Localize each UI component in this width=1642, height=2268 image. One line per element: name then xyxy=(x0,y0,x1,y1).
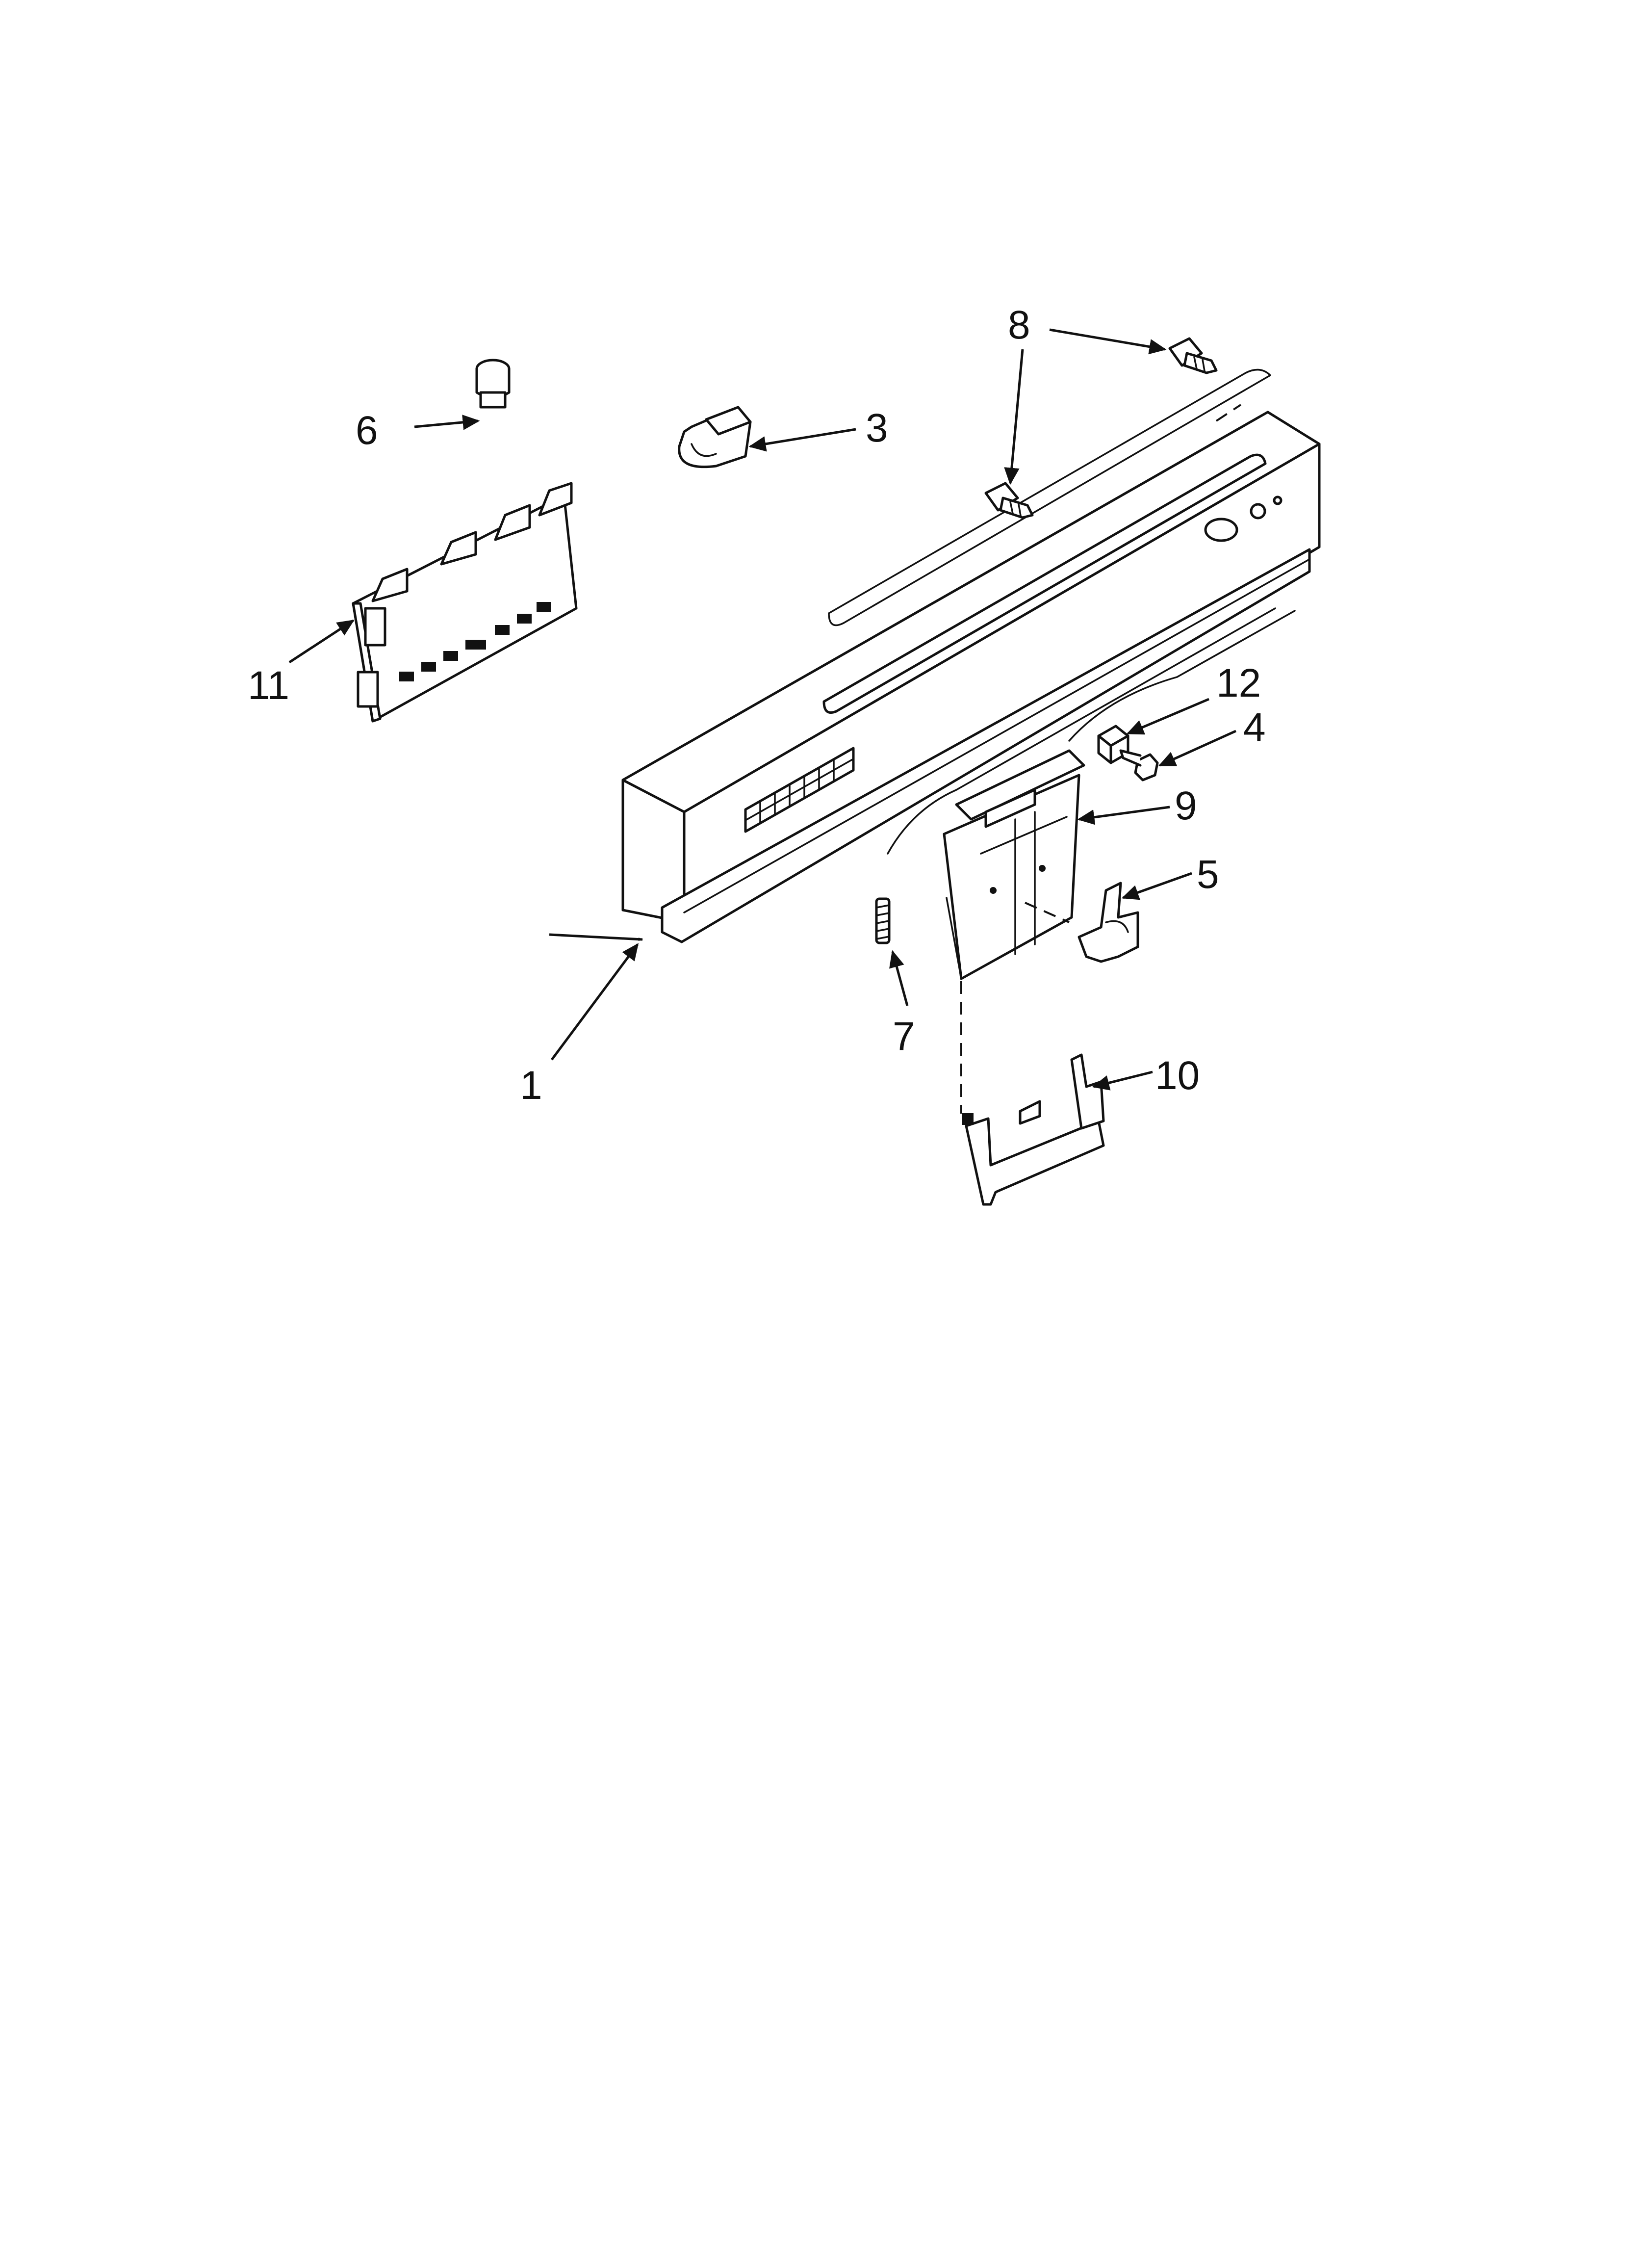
leader-line-9 xyxy=(1077,806,1170,825)
spring xyxy=(875,897,891,944)
leader-line-8b xyxy=(1004,349,1024,485)
indicator-light-icon xyxy=(1273,495,1283,505)
screw-upper xyxy=(1168,337,1218,374)
leader-line-1 xyxy=(550,943,639,1061)
callout-4: 4 xyxy=(1243,705,1266,750)
electronic-control-board xyxy=(352,482,578,723)
knob-cap xyxy=(475,359,511,409)
knob-icon xyxy=(1204,518,1238,542)
leader-line-5 xyxy=(1121,872,1192,900)
leader-line-12 xyxy=(1126,698,1209,735)
callout-9: 9 xyxy=(1175,783,1197,828)
control-panel-console xyxy=(621,368,1321,943)
screw-small xyxy=(1119,749,1159,782)
callout-5: 5 xyxy=(1197,852,1219,897)
alignment-line xyxy=(1025,902,1070,923)
leader-line-11 xyxy=(288,619,355,664)
leader-line-8a xyxy=(1049,328,1167,355)
leader-line-4 xyxy=(1158,730,1237,767)
leader-line-3 xyxy=(748,428,856,452)
mounting-clip xyxy=(678,406,752,469)
board-connectors xyxy=(399,602,551,681)
callout-11: 11 xyxy=(248,663,289,708)
leader-line-10 xyxy=(1092,1070,1153,1091)
leader-line-6 xyxy=(414,415,480,430)
callout-1: 1 xyxy=(520,1063,542,1108)
latch-bracket xyxy=(943,749,1085,980)
callout-6: 6 xyxy=(356,408,378,453)
screw-lower xyxy=(984,482,1034,519)
alignment-line xyxy=(1215,404,1242,422)
callout-3: 3 xyxy=(866,406,888,450)
control-panel-keypad xyxy=(744,747,855,833)
leader-line-7 xyxy=(889,950,909,1006)
base-bracket xyxy=(962,1053,1105,1206)
callout-7: 7 xyxy=(893,1014,915,1059)
callout-10: 10 xyxy=(1155,1053,1200,1098)
door-latch-hook xyxy=(1078,882,1139,963)
indicator-light-icon xyxy=(1250,503,1266,520)
callout-12: 12 xyxy=(1216,661,1261,705)
callout-8: 8 xyxy=(1008,303,1030,347)
